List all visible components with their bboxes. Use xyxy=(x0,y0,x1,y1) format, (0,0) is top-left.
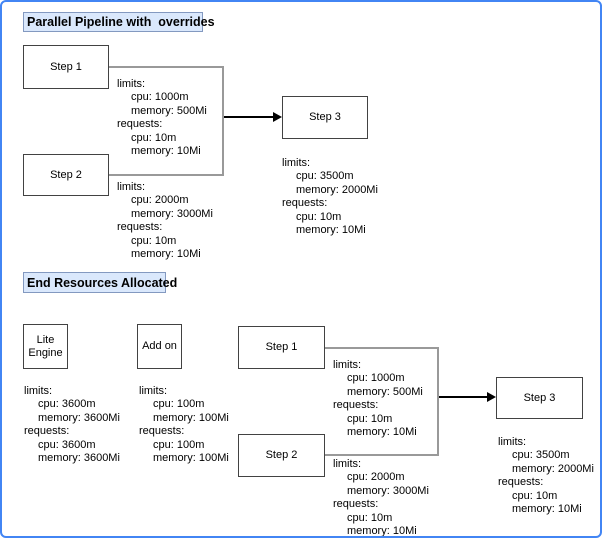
connector-join-top-line xyxy=(222,66,224,176)
resource-line: limits: xyxy=(333,359,362,371)
resource-line: limits: xyxy=(117,78,146,90)
resource-line: memory: 3600Mi xyxy=(38,411,120,424)
resource-line: memory: 10Mi xyxy=(131,248,201,261)
resource-line: cpu: 1000m xyxy=(347,372,405,385)
resource-line: cpu: 10m xyxy=(131,131,177,144)
resource-line: cpu: 100m xyxy=(153,398,205,411)
resource-line: memory: 10Mi xyxy=(347,525,417,538)
resource-line: cpu: 10m xyxy=(347,511,393,524)
resource-line: cpu: 3600m xyxy=(38,398,96,411)
resource-line: memory: 10Mi xyxy=(131,145,201,158)
resource-line: cpu: 10m xyxy=(131,234,177,247)
resource-line: limits: xyxy=(139,385,168,397)
resource-line: memory: 500Mi xyxy=(131,104,207,117)
arrow-top-shaft xyxy=(224,116,273,118)
node-lite-engine: Lite Engine xyxy=(23,324,68,369)
arrowhead-top-icon xyxy=(273,112,282,122)
resource-line: memory: 500Mi xyxy=(347,385,423,398)
resource-line: limits: xyxy=(333,458,362,470)
resource-line: limits: xyxy=(24,385,53,397)
node-step2-bottom: Step 2 xyxy=(238,434,325,477)
resource-line: memory: 100Mi xyxy=(153,452,229,465)
resource-line: memory: 10Mi xyxy=(512,503,582,516)
resource-line: cpu: 1000m xyxy=(131,91,189,104)
resource-line: memory: 3600Mi xyxy=(38,452,120,465)
resource-line: memory: 3000Mi xyxy=(347,484,429,497)
resource-line: limits: xyxy=(498,436,527,448)
resource-line: memory: 2000Mi xyxy=(296,183,378,196)
resource-line: cpu: 3500m xyxy=(512,449,570,462)
resource-line: cpu: 2000m xyxy=(347,471,405,484)
node-step3-bottom: Step 3 xyxy=(496,377,583,419)
resource-line: cpu: 100m xyxy=(153,438,205,451)
resource-line: cpu: 3500m xyxy=(296,170,354,183)
resource-line: limits: xyxy=(117,181,146,193)
resource-line: memory: 10Mi xyxy=(296,224,366,237)
resource-line: cpu: 10m xyxy=(512,489,558,502)
resource-line: requests: xyxy=(24,425,70,438)
resource-line: cpu: 3600m xyxy=(38,438,96,451)
resource-line: cpu: 10m xyxy=(347,412,393,425)
node-add-on: Add on xyxy=(137,324,182,369)
section-title-parallel-pipeline: Parallel Pipeline with overrides xyxy=(23,12,215,32)
resource-line: requests: xyxy=(139,425,185,438)
section-title-end-resources: End Resources Allocated xyxy=(23,272,177,293)
resource-line: memory: 100Mi xyxy=(153,411,229,424)
resource-line: requests: xyxy=(117,118,163,131)
node-step1-top: Step 1 xyxy=(23,45,109,89)
node-step2-top: Step 2 xyxy=(23,154,109,196)
resource-line: requests: xyxy=(333,399,379,412)
node-step3-top: Step 3 xyxy=(282,96,368,139)
connector-step2-top-line xyxy=(109,174,224,176)
resource-line: memory: 2000Mi xyxy=(512,462,594,475)
resource-line: cpu: 10m xyxy=(296,210,342,223)
resource-line: requests: xyxy=(498,476,544,489)
arrow-bottom-shaft xyxy=(439,396,487,398)
resource-line: requests: xyxy=(333,498,379,511)
connector-step2-bottom-line xyxy=(325,454,438,456)
resource-line: limits: xyxy=(282,157,311,169)
resource-line: requests: xyxy=(117,221,163,234)
connector-join-bottom-line xyxy=(437,347,439,456)
resource-line: cpu: 2000m xyxy=(131,194,189,207)
connector-step1-bottom-line xyxy=(325,347,438,349)
resource-line: requests: xyxy=(282,197,328,210)
connector-step1-top-line xyxy=(109,66,224,68)
resource-line: memory: 10Mi xyxy=(347,426,417,439)
resource-line: memory: 3000Mi xyxy=(131,207,213,220)
arrowhead-bottom-icon xyxy=(487,392,496,402)
node-step1-bottom: Step 1 xyxy=(238,326,325,369)
